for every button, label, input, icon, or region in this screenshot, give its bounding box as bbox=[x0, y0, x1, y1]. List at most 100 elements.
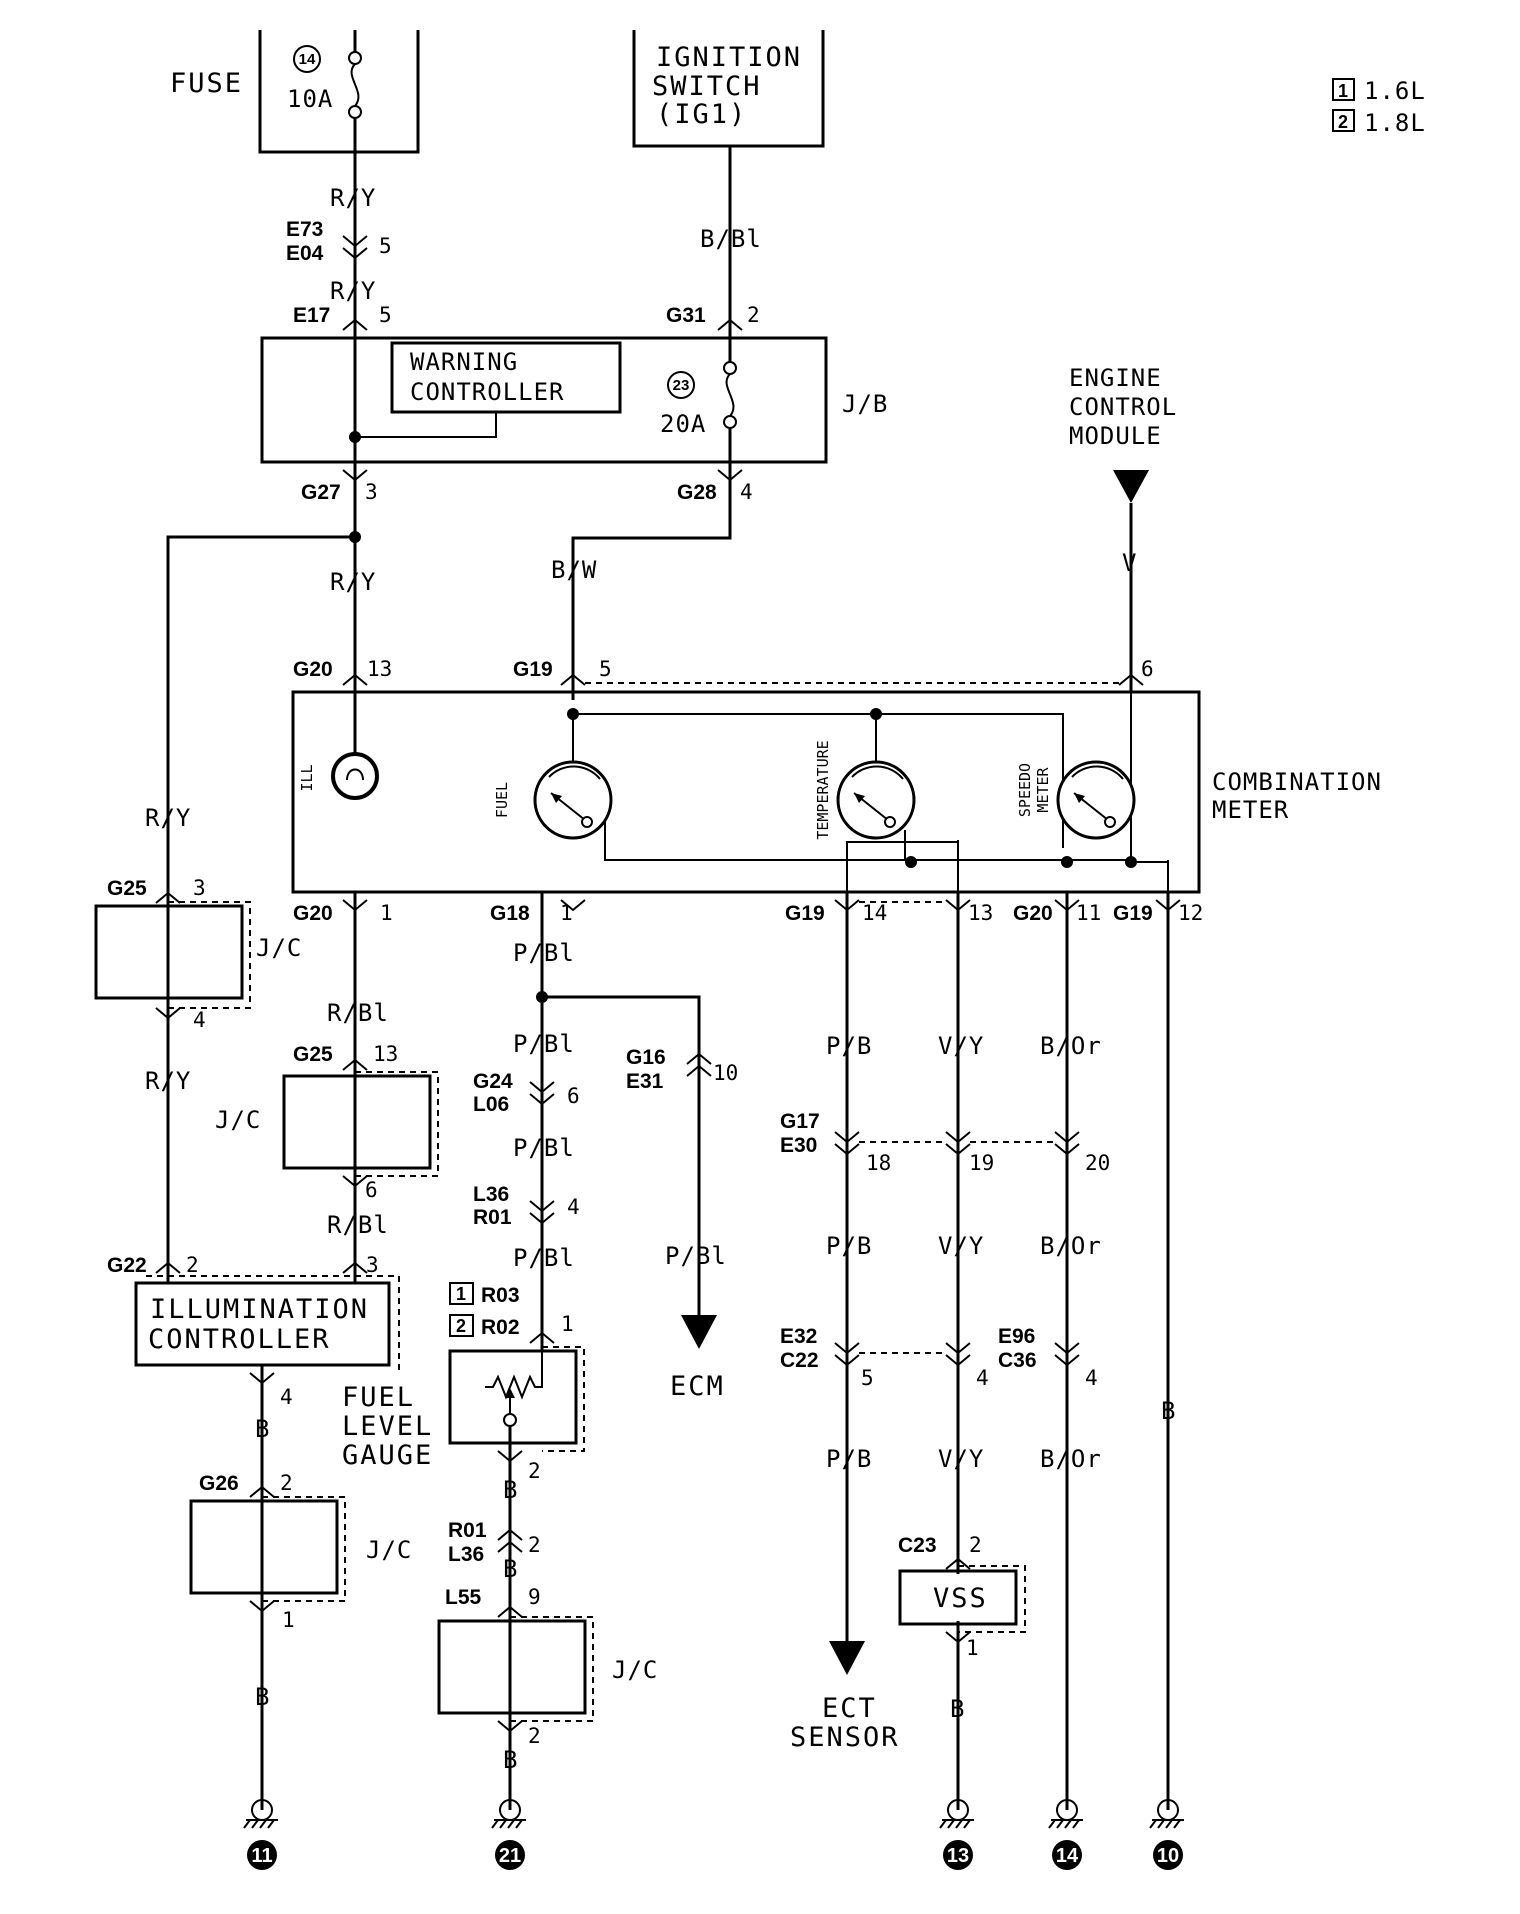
ect-sensor-line2: SENSOR bbox=[790, 1722, 900, 1753]
ground-11: 11 bbox=[243, 1799, 278, 1870]
connector-l36: L36 bbox=[473, 1183, 509, 1206]
svg-text:4: 4 bbox=[976, 1366, 989, 1390]
wire-label-ry-4: R/Y bbox=[145, 804, 191, 832]
variant-2-num: 2 bbox=[456, 1316, 466, 1336]
warning-controller-line2: CONTROLLER bbox=[410, 378, 565, 406]
legend-1-text: 1.6L bbox=[1364, 77, 1426, 105]
svg-text:1: 1 bbox=[282, 1608, 295, 1632]
connector-l55: L55 bbox=[445, 1586, 482, 1609]
joint-connector-g25-left bbox=[94, 904, 244, 1000]
connector-g20-bottom: G20 bbox=[293, 902, 333, 925]
svg-text:5: 5 bbox=[379, 303, 392, 327]
svg-text:1: 1 bbox=[966, 1636, 979, 1660]
wire-label-b-1: B bbox=[255, 1415, 270, 1443]
connector-g26: G26 bbox=[199, 1472, 239, 1495]
wire-bw bbox=[571, 462, 732, 700]
wire-label-pb-2: P/B bbox=[826, 1232, 872, 1260]
svg-text:13: 13 bbox=[373, 1042, 398, 1066]
fuse-23-number: 23 bbox=[673, 377, 690, 394]
connector-g28: G28 bbox=[677, 481, 717, 504]
junction-block-label: J/B bbox=[842, 390, 888, 418]
wire-label-b-2: B bbox=[255, 1683, 270, 1711]
connector-e96: E96 bbox=[998, 1325, 1035, 1348]
svg-text:1: 1 bbox=[560, 901, 573, 925]
connector-g19-top: G19 bbox=[513, 658, 553, 681]
svg-text:4: 4 bbox=[193, 1008, 206, 1032]
svg-text:3: 3 bbox=[193, 876, 206, 900]
wire-label-bw: B/W bbox=[551, 556, 597, 584]
legend-2-num: 2 bbox=[1338, 112, 1348, 132]
svg-text:1: 1 bbox=[380, 901, 393, 925]
wire-label-b-5: B bbox=[503, 1746, 518, 1774]
junction-block: WARNING CONTROLLER 23 20A J/B bbox=[260, 336, 888, 464]
ignition-line2: SWITCH bbox=[652, 71, 762, 102]
wire-label-vy-2: V/Y bbox=[938, 1232, 984, 1260]
fuse-block: FUSE 14 10A bbox=[170, 30, 420, 154]
svg-text:4: 4 bbox=[740, 480, 753, 504]
wire-label-pbl-5: P/Bl bbox=[665, 1242, 727, 1270]
svg-text:6: 6 bbox=[365, 1178, 378, 1202]
wire-label-b-7: B bbox=[1161, 1397, 1176, 1425]
engine-control-module: ENGINE CONTROL MODULE bbox=[1069, 364, 1176, 503]
joint-connector-g25-center bbox=[282, 1074, 432, 1170]
svg-text:13: 13 bbox=[367, 657, 392, 681]
svg-text:11: 11 bbox=[1076, 901, 1101, 925]
connector-r02: R02 bbox=[481, 1316, 520, 1339]
connector-g27: G27 bbox=[301, 481, 341, 504]
wire-pbl-ecm bbox=[542, 995, 701, 1320]
jc-label-1: J/C bbox=[256, 934, 302, 962]
ground-14-number: 14 bbox=[1056, 1845, 1079, 1867]
temperature-label: TEMPERATURE bbox=[814, 740, 832, 839]
wire-label-b-4: B bbox=[503, 1555, 518, 1583]
illumination-controller: ILLUMINATION CONTROLLER bbox=[134, 1275, 400, 1373]
connector-g16: G16 bbox=[626, 1046, 666, 1069]
svg-text:3: 3 bbox=[365, 480, 378, 504]
warning-controller bbox=[390, 341, 622, 414]
vehicle-speed-sensor: VSS bbox=[898, 1565, 1026, 1633]
wire-label-vy-1: V/Y bbox=[938, 1032, 984, 1060]
wire-label-pb-3: P/B bbox=[826, 1445, 872, 1473]
svg-text:10: 10 bbox=[713, 1061, 738, 1085]
warning-controller-line1: WARNING bbox=[410, 348, 518, 376]
connector-e04: E04 bbox=[286, 242, 324, 265]
illumination-controller-line1: ILLUMINATION bbox=[150, 1294, 369, 1325]
wire-label-bor-1: B/Or bbox=[1040, 1032, 1102, 1060]
ect-sensor-arrow bbox=[829, 1641, 865, 1675]
wire-label-ry-2: R/Y bbox=[330, 277, 376, 305]
svg-text:9: 9 bbox=[528, 1585, 541, 1609]
ground-10: 10 bbox=[1149, 1799, 1184, 1870]
ecm-line3: MODULE bbox=[1069, 422, 1162, 450]
speedo-label-1: SPEEDO bbox=[1016, 763, 1034, 817]
wire-label-ry-5: R/Y bbox=[145, 1067, 191, 1095]
wire-label-pb-1: P/B bbox=[826, 1032, 872, 1060]
wire-label-rbl-2: R/Bl bbox=[327, 1211, 389, 1239]
fuel-level-gauge-line1: FUEL bbox=[342, 1382, 415, 1413]
temperature-gauge-icon bbox=[836, 760, 916, 840]
svg-text:5: 5 bbox=[379, 234, 392, 258]
svg-text:20: 20 bbox=[1085, 1151, 1110, 1175]
connector-r01: R01 bbox=[473, 1206, 512, 1229]
joint-connector-g26 bbox=[189, 1499, 339, 1595]
fuel-level-gauge-line2: LEVEL bbox=[342, 1411, 433, 1442]
wire-label-vy-3: V/Y bbox=[938, 1445, 984, 1473]
legend-1-num: 1 bbox=[1338, 81, 1348, 101]
svg-text:2: 2 bbox=[280, 1471, 293, 1495]
fuel-gauge-icon bbox=[533, 760, 613, 840]
connector-g17: G17 bbox=[780, 1110, 820, 1133]
ground-21: 21 bbox=[491, 1799, 526, 1870]
svg-text:6: 6 bbox=[567, 1084, 580, 1108]
svg-text:5: 5 bbox=[599, 657, 612, 681]
fuse-23-amperage: 20A bbox=[660, 410, 706, 438]
ground-14: 14 bbox=[1048, 1799, 1083, 1870]
illumination-controller-line2: CONTROLLER bbox=[148, 1324, 331, 1355]
svg-text:2: 2 bbox=[528, 1533, 541, 1557]
wire-label-bbl: B/Bl bbox=[700, 225, 762, 253]
wire-ry-branch bbox=[166, 535, 355, 1283]
connector-e30: E30 bbox=[780, 1134, 817, 1157]
fuel-level-gauge-line3: GAUGE bbox=[342, 1440, 433, 1471]
wire-label-b-3: B bbox=[503, 1476, 518, 1504]
ecm-source-arrow bbox=[1113, 470, 1149, 503]
connector-g20-bottom-11: G20 bbox=[1013, 902, 1053, 925]
wire-label-rbl-1: R/Bl bbox=[327, 999, 389, 1027]
speedo-label-2: METER bbox=[1034, 766, 1052, 812]
